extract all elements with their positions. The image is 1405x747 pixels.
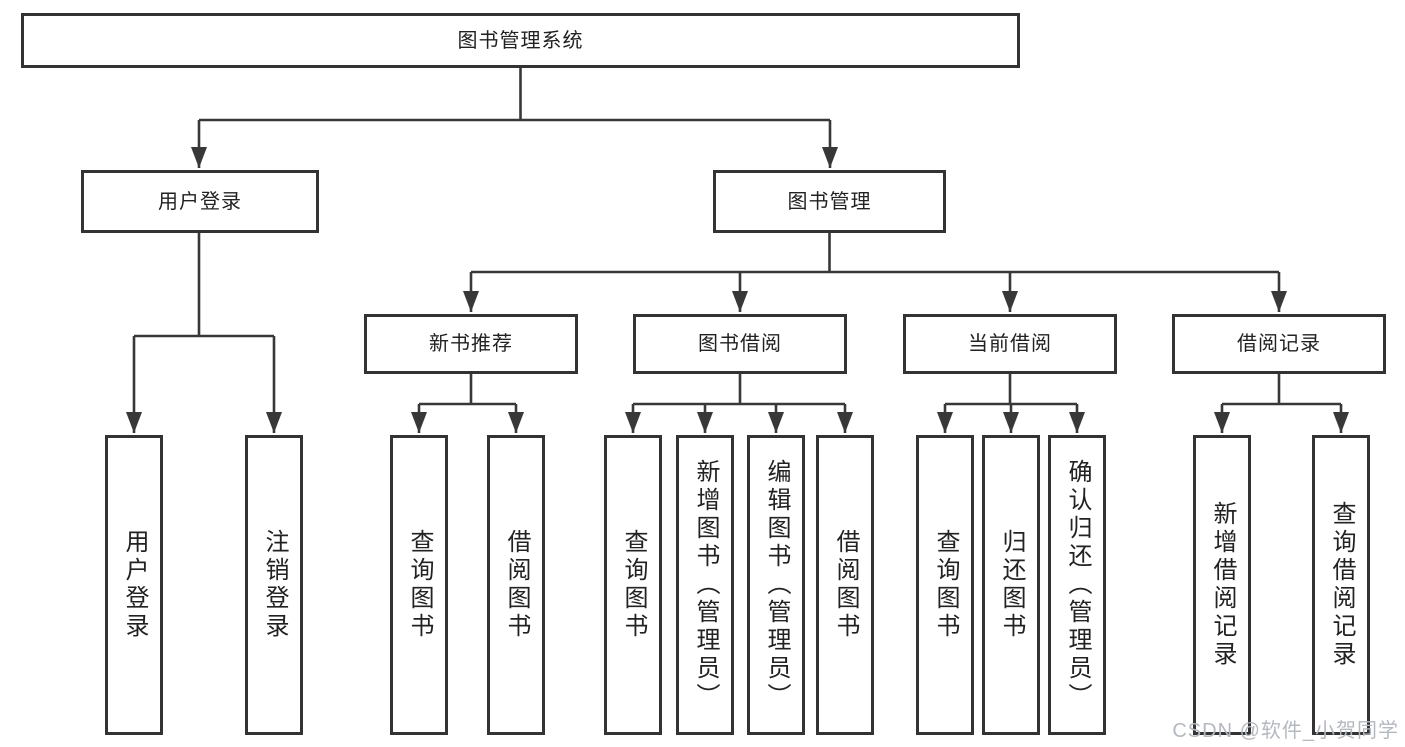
node-label: 当前借阅 (968, 333, 1052, 355)
leaf-label: 确认归还（管理员） (1064, 459, 1091, 711)
connector-book-borrow (625, 374, 853, 433)
node-book-borrowing: 图书借阅 (633, 314, 847, 374)
node-label: 用户登录 (158, 190, 242, 213)
connector-user-login (126, 233, 282, 433)
leaf-edit-books-admin: 编辑图书（管理员） (747, 435, 805, 735)
leaf-label: 新增图书（管理员） (692, 459, 719, 711)
leaf-label: 查询借阅记录 (1328, 501, 1355, 669)
connector-root (191, 68, 838, 168)
leaf-query-books-recommend: 查询图书 (390, 435, 448, 735)
leaf-return-books: 归还图书 (982, 435, 1040, 735)
leaf-query-books-borrowing: 查询图书 (604, 435, 662, 735)
leaf-label: 编辑图书（管理员） (763, 459, 790, 711)
leaf-add-books-admin: 新增图书（管理员） (676, 435, 734, 735)
node-current-borrowing: 当前借阅 (903, 314, 1117, 374)
leaf-label: 注销登录 (261, 529, 288, 641)
node-label: 图书管理 (787, 190, 872, 213)
leaf-label: 查询图书 (932, 529, 959, 641)
leaf-label: 查询图书 (406, 529, 433, 641)
leaf-borrow-books: 借阅图书 (816, 435, 874, 735)
leaf-label: 查询图书 (620, 529, 647, 641)
node-label: 新书推荐 (429, 333, 513, 355)
leaf-label: 归还图书 (998, 529, 1025, 641)
leaf-label: 借阅图书 (832, 529, 859, 641)
leaf-query-borrow-record: 查询借阅记录 (1312, 435, 1370, 735)
node-label: 借阅记录 (1237, 333, 1321, 355)
leaf-label: 新增借阅记录 (1209, 501, 1236, 669)
csdn-watermark: CSDN @软件_小贺同学 (1172, 720, 1399, 742)
connector-borrow-records (1214, 374, 1349, 433)
node-user-login: 用户登录 (81, 170, 319, 233)
connector-book-mgmt (463, 233, 1287, 312)
node-root-system: 图书管理系统 (21, 13, 1020, 68)
leaf-add-borrow-record: 新增借阅记录 (1193, 435, 1251, 735)
node-label: 图书借阅 (698, 333, 782, 355)
leaf-label: 借阅图书 (503, 529, 530, 641)
leaf-label: 用户登录 (121, 529, 148, 641)
node-new-book-recommend: 新书推荐 (364, 314, 578, 374)
leaf-confirm-return-admin: 确认归还（管理员） (1048, 435, 1106, 735)
node-borrow-records: 借阅记录 (1172, 314, 1386, 374)
connector-current-borrow (937, 374, 1085, 433)
leaf-query-books-current: 查询图书 (916, 435, 974, 735)
leaf-borrow-books-recommend: 借阅图书 (487, 435, 545, 735)
leaf-logout: 注销登录 (245, 435, 303, 735)
node-book-management: 图书管理 (713, 170, 946, 233)
leaf-user-login: 用户登录 (105, 435, 163, 735)
connector-new-book-rec (411, 374, 524, 433)
node-label: 图书管理系统 (457, 29, 584, 52)
